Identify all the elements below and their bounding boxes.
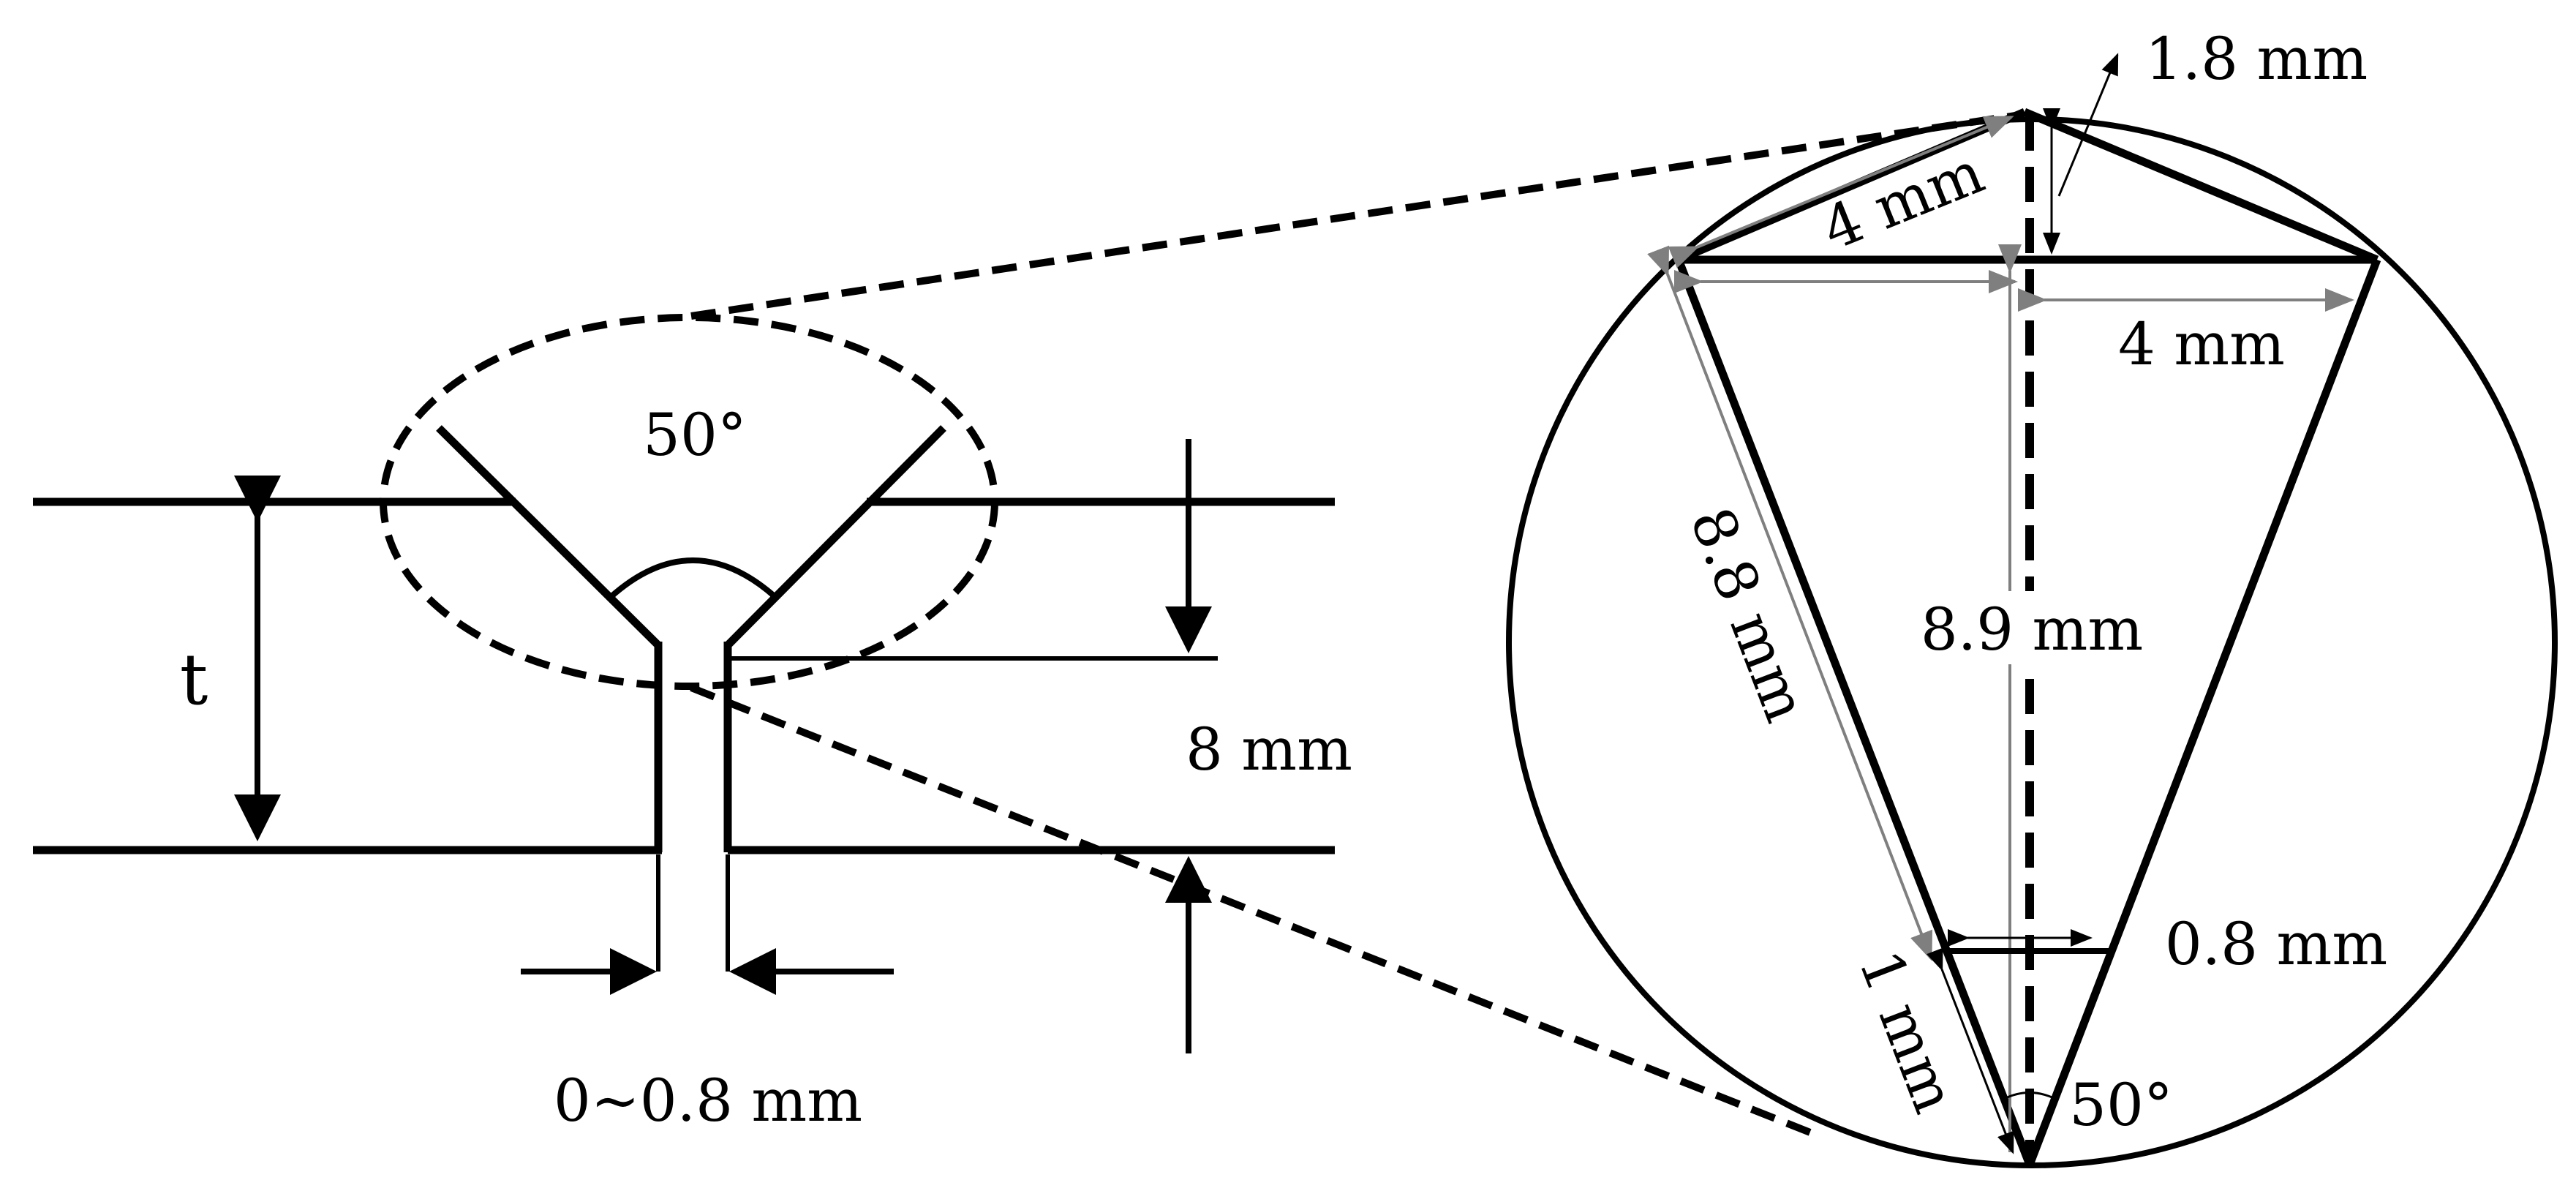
zoom-connector-bottom [690,684,1812,1136]
cap-height-leader [2057,53,2119,197]
triangle-left-side [1674,258,2034,1166]
zoom-region-ellipse [380,314,998,690]
tip-angle-label: 50° [2069,1071,2173,1139]
depth-label: 8.9 mm [1921,596,2143,664]
groove-angle-arc [609,557,777,599]
depth-label-bg [1916,591,2150,664]
bevel-left [436,425,661,648]
bevel-right [725,425,946,648]
root-face-height-label: 8 mm [1186,715,1352,784]
cap-height-label: 1.8 mm [2145,25,2368,93]
root-gap-label: 0~0.8 mm [554,1067,862,1135]
groove-angle-label: 50° [643,401,747,469]
thickness-label: t [180,639,208,721]
magnified-view: 1.8 mm 4 mm 4 mm 8.8 mm 8.9 mm 0.8 mm 1 … [1506,25,2558,1168]
tip-length-dim [1927,947,2014,1154]
triangle-right-side [2025,258,2381,1166]
side-length-dim [1647,245,1932,961]
tip-angle-arc [2003,1092,2056,1100]
cap-right [2022,108,2379,264]
bottom-width-label: 0.8 mm [2165,910,2387,978]
cap-edge-dim [1668,116,2014,268]
half-width-label: 4 mm [2118,310,2285,378]
groove-cross-section: 50° t 8 mm 0~0.8 mm [33,314,1352,1135]
